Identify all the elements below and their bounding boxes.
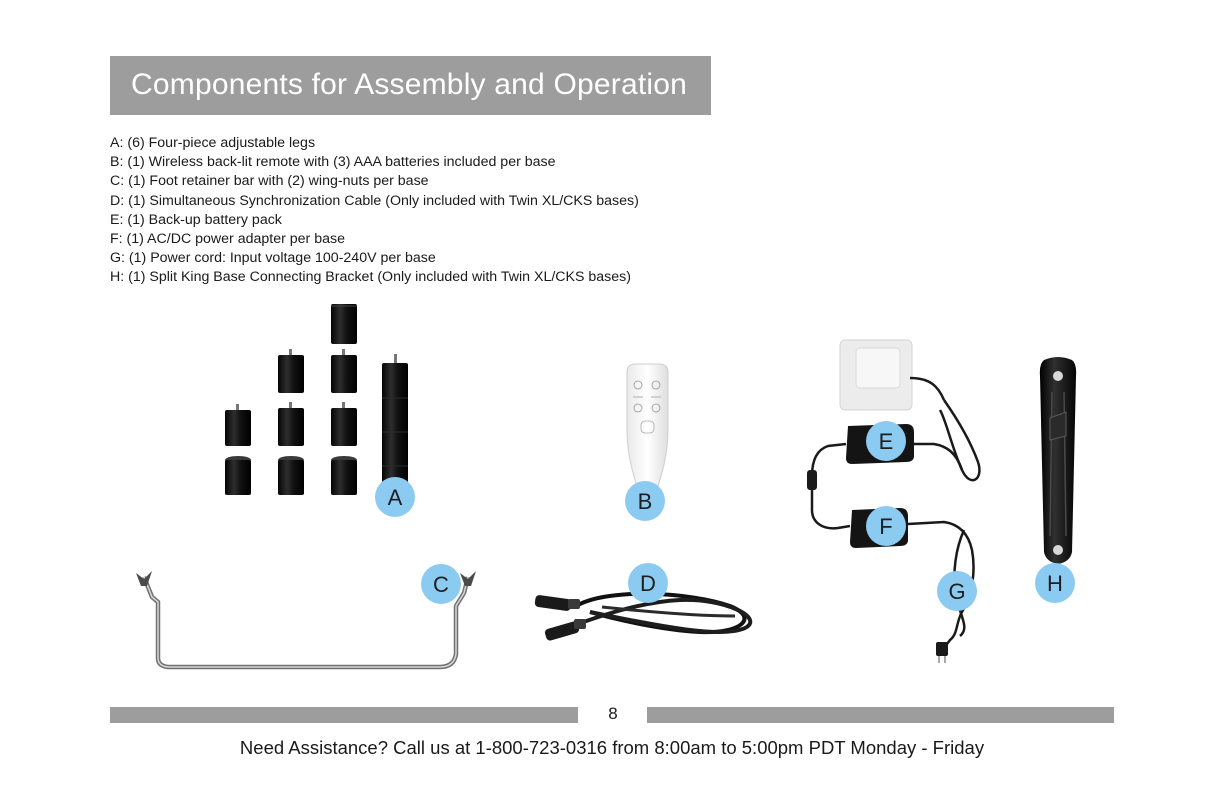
leg-piece (278, 402, 304, 446)
footer-bar-left (110, 707, 578, 723)
remote-illustration (626, 363, 669, 487)
svg-text:D: D (640, 571, 656, 596)
leg-piece (331, 349, 357, 393)
component-item-e: E: (1) Back-up battery pack (110, 211, 282, 228)
leg-piece (278, 349, 304, 393)
leg-piece (331, 402, 357, 446)
page-title: Components for Assembly and Operation (131, 68, 688, 101)
leg-piece (225, 404, 251, 446)
svg-text:C: C (433, 572, 449, 597)
svg-text:H: H (1047, 571, 1063, 596)
component-item-g: G: (1) Power cord: Input voltage 100-240… (110, 250, 436, 267)
callout-d: D (628, 563, 668, 603)
component-item-a: A: (6) Four-piece adjustable legs (110, 135, 316, 151)
callout-b: B (625, 481, 665, 521)
retainer-bar-illustration (136, 571, 476, 670)
leg-piece (331, 456, 357, 495)
sync-cable-illustration (534, 591, 753, 641)
leg-pieces-illustration (225, 304, 408, 496)
leg-piece (225, 456, 251, 495)
component-item-c: C: (1) Foot retainer bar with (2) wing-n… (110, 173, 429, 190)
battery-pack-illustration (839, 339, 946, 411)
title-bar: Components for Assembly and Operation (110, 56, 711, 115)
footer-bar-right (647, 707, 1114, 723)
callout-g: G (937, 571, 977, 611)
leg-piece (331, 304, 357, 344)
component-item-d: D: (1) Simultaneous Synchronization Cabl… (110, 192, 639, 209)
leg-piece (278, 456, 304, 495)
component-item-f: F: (1) AC/DC power adapter per base (110, 231, 345, 248)
component-item-b: B: (1) Wireless back-lit remote with (3)… (110, 154, 556, 171)
svg-text:A: A (388, 485, 403, 510)
callout-e: E (866, 421, 906, 461)
assembled-leg (382, 354, 408, 496)
page-number: 8 (608, 704, 618, 723)
callout-h: H (1035, 563, 1075, 603)
connecting-bracket-illustration (1039, 357, 1077, 564)
callout-f: F (866, 506, 906, 546)
svg-text:G: G (948, 579, 965, 604)
component-item-h: H: (1) Split King Base Connecting Bracke… (110, 269, 631, 286)
svg-text:B: B (638, 489, 653, 514)
callout-c: C (421, 564, 461, 604)
svg-text:E: E (879, 429, 894, 454)
component-list: A: (6) Four-piece adjustable legs B: (1)… (110, 134, 639, 288)
assistance-line: Need Assistance? Call us at 1-800-723-03… (239, 737, 985, 758)
callout-a: A (375, 477, 415, 517)
svg-text:F: F (879, 514, 892, 539)
